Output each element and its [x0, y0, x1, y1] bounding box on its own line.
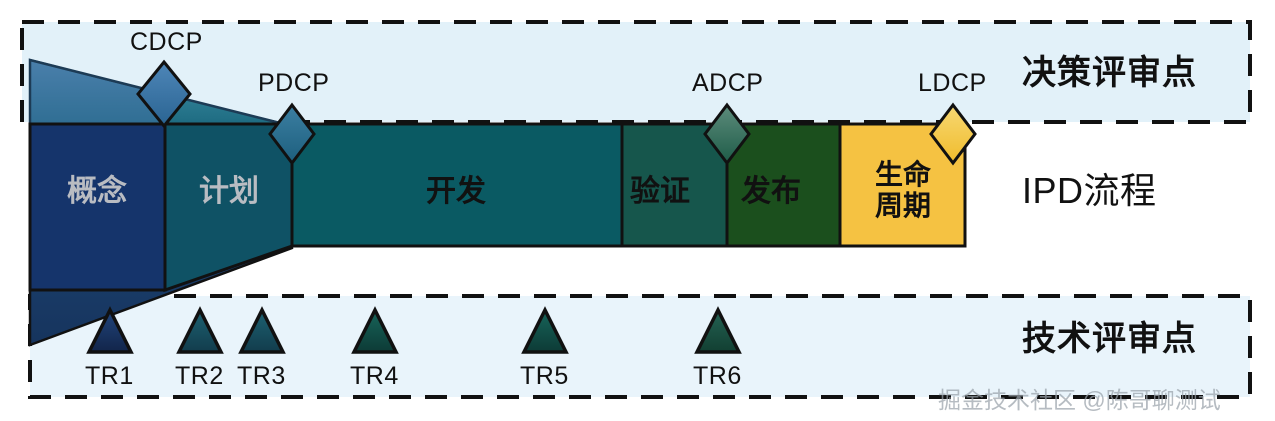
tr-label-tr2: TR2 [175, 362, 224, 390]
tr-label-tr3: TR3 [237, 362, 286, 390]
tr6-triangle-icon[interactable] [694, 306, 742, 354]
tr-label-tr5: TR5 [520, 362, 569, 390]
stage-label-plan: 计划 [199, 175, 259, 208]
watermark-text: 掘金技术社区 @陈哥聊测试 [938, 387, 1221, 413]
stage-shape-lifecycle[interactable] [838, 122, 967, 248]
tr5-triangle-icon[interactable] [521, 306, 569, 354]
adcp-diamond-icon[interactable] [703, 102, 751, 166]
stage-label-lifecycle-line2: 周期 [874, 189, 931, 221]
stage-label-lifecycle-line1: 生命 [874, 159, 931, 190]
tr3-triangle-icon[interactable] [238, 306, 286, 354]
legend-ipd-process: IPD流程 [1022, 170, 1157, 211]
tr-label-tr4: TR4 [350, 362, 399, 390]
stage-label-verify: 验证 [630, 175, 690, 208]
dcp-label-pdcp: PDCP [258, 69, 330, 97]
tr-label-tr1: TR1 [85, 362, 134, 390]
decision-review-band [20, 20, 1252, 124]
tr2-triangle-icon[interactable] [176, 306, 224, 354]
tr1-triangle-icon[interactable] [86, 306, 134, 354]
stage-label-release: 发布 [741, 175, 801, 208]
pdcp-diamond-icon[interactable] [268, 102, 316, 166]
dcp-label-cdcp: CDCP [130, 28, 203, 56]
stage-label-lifecycle: 生命 周期 [846, 159, 960, 222]
legend-technical-review-point: 技术评审点 [1022, 320, 1197, 358]
ipd-process-bar [28, 122, 967, 293]
technical-review-markers [86, 306, 742, 354]
dcp-label-adcp: ADCP [692, 69, 764, 97]
dcp-label-ldcp: LDCP [918, 69, 987, 97]
stage-label-concept: 概念 [67, 175, 127, 208]
stage-label-develop: 开发 [426, 175, 486, 208]
cdcp-diamond-icon[interactable] [136, 59, 192, 129]
ldcp-diamond-icon[interactable] [929, 102, 977, 166]
decision-point-markers [136, 59, 977, 166]
tr4-triangle-icon[interactable] [351, 306, 399, 354]
legend-decision-review-point: 决策评审点 [1022, 54, 1197, 92]
tr-label-tr6: TR6 [693, 362, 742, 390]
technical-review-band [28, 294, 1252, 399]
